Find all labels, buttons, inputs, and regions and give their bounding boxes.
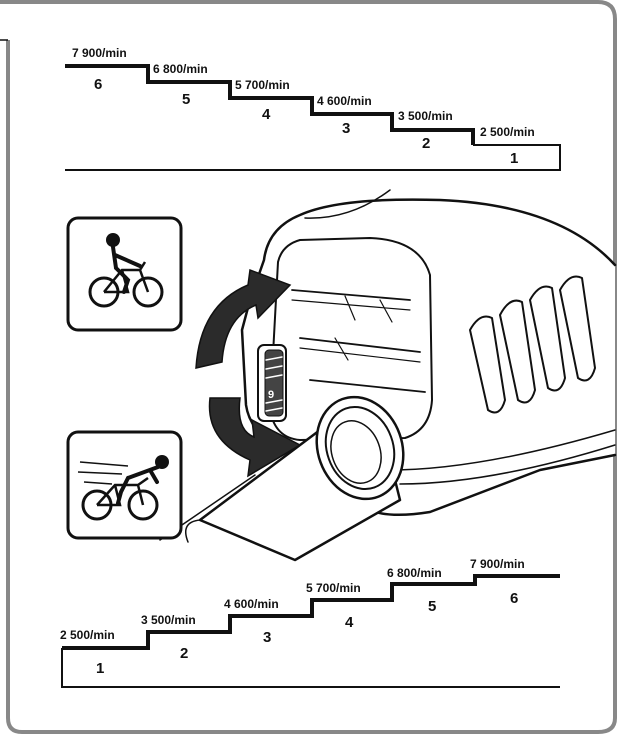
step-bottom-gear-2: 2 [180,645,188,662]
step-top-gear-2: 2 [422,135,430,152]
cyclist-fast-icon [66,430,183,540]
step-bottom-speed-3: 4 600/min [224,597,279,611]
step-top-gear-4: 4 [262,106,271,123]
step-bottom-gear-6: 6 [510,590,518,607]
speed-dial[interactable]: 9 [257,344,287,422]
step-top-gear-1: 1 [510,150,518,167]
step-bottom-speed-1: 2 500/min [60,628,115,642]
step-top-speed-3: 4 600/min [317,94,372,108]
step-bottom-gear-1: 1 [96,660,104,677]
staircase-descending: 7 900/min 6 6 800/min 5 5 700/min 4 4 60… [65,46,561,171]
staircase-ascending: 2 500/min 1 3 500/min 2 4 600/min 3 5 70… [60,557,560,688]
step-bottom-gear-4: 4 [345,614,354,631]
rotate-up-arrow-icon [195,268,292,369]
step-bottom-speed-6: 7 900/min [470,557,525,571]
tool-illustration: 9 [159,189,617,562]
step-top-gear-5: 5 [182,91,190,108]
rotate-down-arrow-icon [208,397,302,478]
step-top-speed-6: 7 900/min [72,46,127,60]
step-top-speed-1: 2 500/min [480,125,535,139]
step-top-speed-4: 5 700/min [235,78,290,92]
step-top-speed-2: 3 500/min [398,109,453,123]
step-top-speed-5: 6 800/min [153,62,208,76]
step-bottom-gear-5: 5 [428,598,436,615]
step-bottom-speed-5: 6 800/min [387,566,442,580]
cyclist-slow-icon [66,216,183,332]
step-top-gear-6: 6 [94,76,102,93]
step-bottom-speed-2: 3 500/min [141,613,196,627]
step-bottom-speed-4: 5 700/min [306,581,361,595]
step-bottom-gear-3: 3 [263,629,271,646]
step-top-gear-3: 3 [342,120,350,137]
dial-mark: 9 [268,389,274,401]
